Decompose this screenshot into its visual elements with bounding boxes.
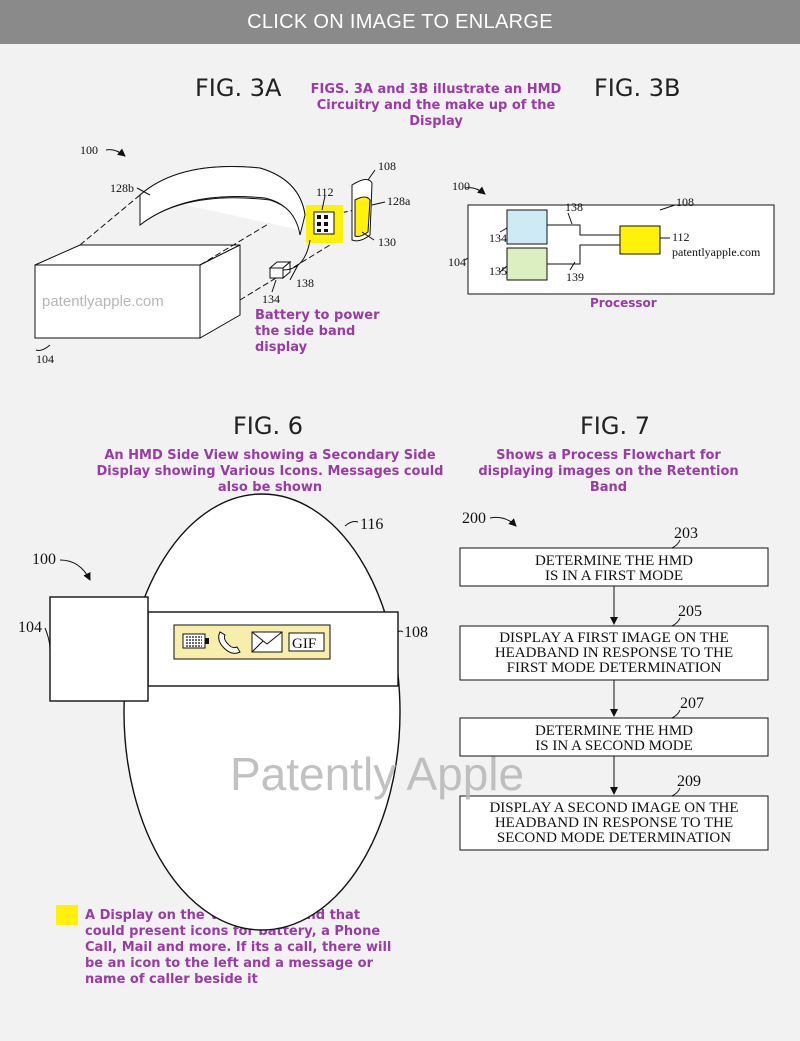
- step-205-line-2: HEADBAND IN RESPONSE TO THE: [495, 645, 733, 661]
- gif-label: GIF: [292, 636, 316, 652]
- ref-128a: 128a: [387, 194, 411, 208]
- ref7-209: 209: [677, 773, 701, 790]
- step-209-line-1: DISPLAY A SECOND IMAGE ON THE: [489, 800, 738, 816]
- step-205: [459, 625, 769, 681]
- step-203-line-2: IS IN A FIRST MODE: [545, 568, 683, 584]
- step-207-line-1: DETERMINE THE HMD: [535, 723, 693, 739]
- watermark-3b: patentlyapple.com: [672, 245, 761, 259]
- watermark-3a: patentlyapple.com: [42, 293, 164, 310]
- ref6-116: 116: [360, 516, 383, 533]
- step-207-line-2: IS IN A SECOND MODE: [535, 738, 693, 754]
- step-209-line-2: HEADBAND IN RESPONSE TO THE: [495, 815, 733, 831]
- fig-6-drawing: GIF 116 100 104 108: [18, 493, 428, 931]
- fig-6-label: FIG. 6: [233, 412, 304, 440]
- fig-3b-label: FIG. 3B: [594, 74, 681, 102]
- ref-134: 134: [262, 292, 280, 306]
- step-205-line-1: DISPLAY A FIRST IMAGE ON THE: [499, 630, 729, 646]
- fig-7-flowchart: 200 203 205 207 209 DETERMINE THE HMD IS…: [459, 510, 769, 851]
- fig-6-caption: An HMD Side View showing a Secondary Sid…: [96, 448, 444, 495]
- phone-icon: [218, 631, 241, 654]
- ref3b-104: 104: [448, 255, 466, 269]
- patently-apple-watermark: Patently Apple: [230, 748, 524, 800]
- ref6-100: 100: [32, 551, 56, 568]
- step-205-line-3: FIRST MODE DETERMINATION: [507, 660, 722, 676]
- ref-138: 138: [296, 276, 314, 290]
- gif-icon: [288, 632, 325, 652]
- ref-130: 130: [378, 235, 396, 249]
- ref3b-139: 139: [566, 270, 584, 284]
- fig-3ab-caption: FIGS. 3A and 3B illustrate an HMD Circui…: [310, 82, 562, 129]
- step-209-line-3: SECOND MODE DETERMINATION: [497, 830, 731, 846]
- enlarge-banner[interactable]: CLICK ON IMAGE TO ENLARGE: [0, 0, 800, 44]
- legend-swatch: [56, 905, 78, 925]
- mail-icon: [251, 631, 283, 653]
- ref3b-112: 112: [672, 230, 690, 244]
- fig-3a-drawing: 100 128b 112 108 128a 130 138 134 104 pa…: [34, 143, 411, 366]
- battery-icon: [182, 633, 209, 649]
- ref7-205: 205: [678, 603, 702, 620]
- fig-3a-label: FIG. 3A: [195, 74, 282, 102]
- fig-7-label: FIG. 7: [580, 412, 651, 440]
- step-209: [459, 795, 769, 851]
- step-203-line-1: DETERMINE THE HMD: [535, 553, 693, 569]
- ref3b-100: 100: [452, 179, 470, 193]
- ref3b-134: 134: [489, 231, 507, 245]
- ref-108: 108: [378, 159, 396, 173]
- ref3b-108: 108: [676, 195, 694, 209]
- ref7-207: 207: [680, 695, 704, 712]
- fig-3b-drawing: 100 138 108 112 134 104 135 139 patently…: [448, 179, 775, 295]
- ref7-200: 200: [462, 510, 486, 527]
- ref-128b: 128b: [110, 181, 134, 195]
- battery-note: Battery to power the side band display: [255, 308, 380, 355]
- ref6-108: 108: [404, 624, 428, 641]
- ref3b-138: 138: [565, 200, 583, 214]
- ref3b-135: 135: [489, 264, 507, 278]
- ref6-104: 104: [18, 619, 42, 636]
- ref7-203: 203: [674, 525, 698, 542]
- ref-104: 104: [36, 352, 54, 366]
- fig-7-caption: Shows a Process Flowchart for displaying…: [478, 448, 739, 495]
- ref-112: 112: [316, 185, 334, 199]
- ref-100: 100: [80, 143, 98, 157]
